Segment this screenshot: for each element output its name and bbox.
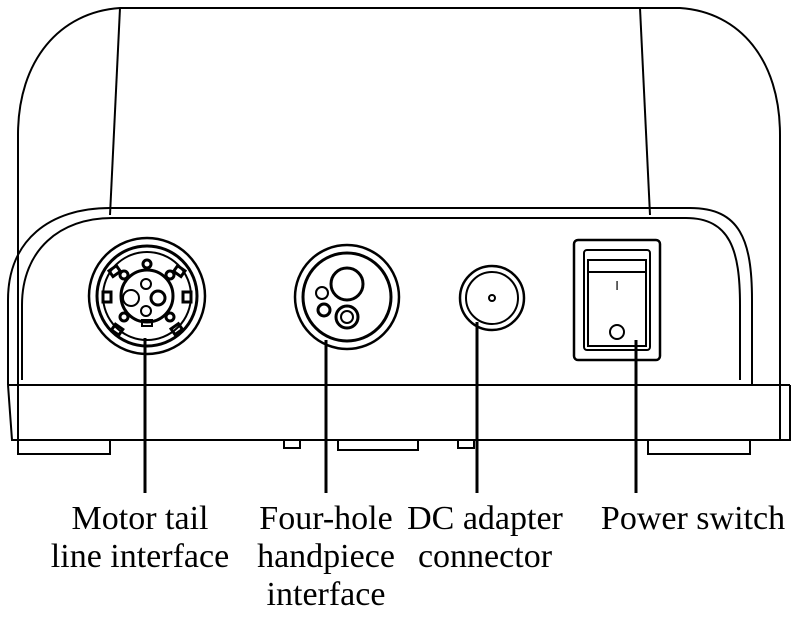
housing-outline: [17, 7, 781, 440]
front-face-arch-inner: [21, 217, 741, 380]
foot-tab-1: [283, 439, 301, 449]
foot-right: [647, 439, 751, 455]
label-motor-tail-line-2: line interface: [50, 538, 230, 575]
foot-tab-2: [457, 439, 475, 449]
upper-panel-right-edge: [639, 7, 651, 216]
label-motor-tail-line-1: Motor tail: [71, 500, 209, 537]
label-handpiece-line-2: handpiece: [257, 538, 395, 575]
dc-adapter-connector: [458, 264, 526, 332]
label-handpiece-line-1: Four-hole: [259, 500, 393, 537]
motor-tail-connector: [87, 236, 207, 356]
label-handpiece-line-3: interface: [266, 576, 386, 613]
handpiece-connector: [293, 243, 401, 351]
foot-center: [337, 439, 419, 451]
power-switch: [572, 238, 662, 362]
label-dc-adapter-line-2: connector: [417, 538, 553, 575]
label-dc-adapter-line-1: DC adapter: [407, 500, 563, 537]
label-four-hole-handpiece-interface: Four-hole handpiece interface: [228, 502, 424, 612]
upper-panel-left-edge: [109, 7, 121, 216]
label-dc-adapter-connector: DC adapter connector: [390, 502, 580, 574]
label-power-switch-line-1: Power switch: [600, 500, 786, 537]
switch-on-mark: I: [615, 278, 619, 293]
label-power-switch: Power switch: [590, 502, 796, 536]
label-motor-tail-line-interface: Motor tail line interface: [40, 502, 240, 574]
front-face-arch-outer: [7, 207, 753, 385]
foot-left: [17, 439, 111, 455]
base-bottom: [7, 384, 791, 441]
